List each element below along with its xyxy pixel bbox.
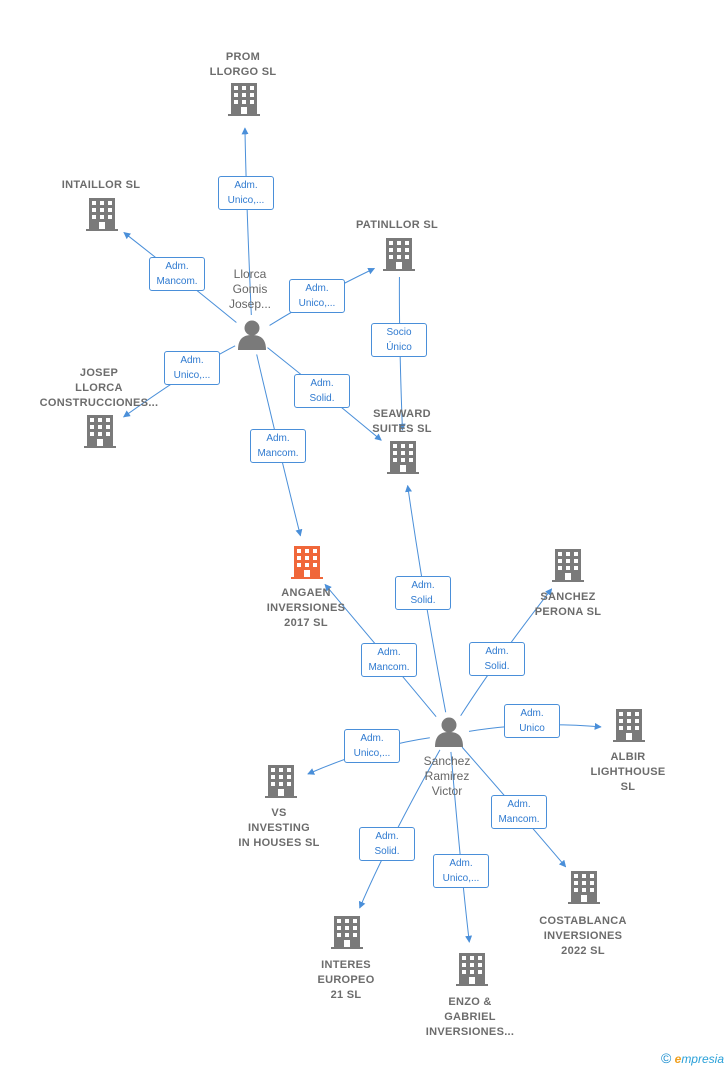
building-icon[interactable] [552,549,584,582]
node-label-sanchez[interactable]: Sanchez Ramirez Victor [423,754,471,798]
edge-label-sanchez-angaen[interactable]: Adm. Mancom. [361,643,417,677]
edge-label-llorca-prom[interactable]: Adm. Unico,... [218,176,274,210]
building-icon[interactable] [613,709,645,742]
edge-label-sanchez-interes[interactable]: Adm. Solid. [359,827,415,861]
building-icon[interactable] [84,415,116,448]
copyright-icon: © [660,1050,672,1066]
building-icon[interactable] [387,441,419,474]
edge-label-sanchez-albir[interactable]: Adm. Unico [504,704,560,738]
person-icon[interactable] [238,320,266,351]
node-label-angaen[interactable]: ANGAEN INVERSIONES 2017 SL [266,587,346,629]
node-label-interes[interactable]: INTERES EUROPEO 21 SL [317,959,375,1001]
edge-label-sanchez-sanchez_perona[interactable]: Adm. Solid. [469,642,525,676]
brand-footer: © empresia [661,1050,724,1066]
edge-label-patinllor-seaward[interactable]: Socio Único [371,323,427,357]
node-label-intaillor[interactable]: INTAILLOR SL [61,179,141,191]
building-icon[interactable] [568,871,600,904]
building-icon[interactable] [86,198,118,231]
node-label-seaward[interactable]: SEAWARD SUITES SL [372,408,432,435]
brand-initial: e [674,1052,682,1066]
edge-label-llorca-angaen[interactable]: Adm. Mancom. [250,429,306,463]
node-label-patinllor[interactable]: PATINLLOR SL [355,219,439,231]
person-icon[interactable] [435,717,463,748]
building-icon[interactable] [291,546,323,579]
node-label-llorca[interactable]: Llorca Gomis Josep... [228,267,272,311]
building-icon[interactable] [331,916,363,949]
node-label-albir[interactable]: ALBIR LIGHTHOUSE SL [590,751,666,793]
edge-label-sanchez-costablanca[interactable]: Adm. Mancom. [491,795,547,829]
edge-label-sanchez-seaward[interactable]: Adm. Solid. [395,576,451,610]
building-icon[interactable] [265,765,297,798]
edge-label-llorca-intaillor[interactable]: Adm. Mancom. [149,257,205,291]
node-label-enzo[interactable]: ENZO & GABRIEL INVERSIONES... [425,996,515,1038]
building-icon[interactable] [383,238,415,271]
building-icon[interactable] [228,83,260,116]
node-label-sanchez_perona[interactable]: SANCHEZ PERONA SL [534,591,602,618]
edge-label-sanchez-vs[interactable]: Adm. Unico,... [344,729,400,763]
node-label-costablanca[interactable]: COSTABLANCA INVERSIONES 2022 SL [539,915,627,957]
building-icon[interactable] [456,953,488,986]
node-label-prom[interactable]: PROM LLORGO SL [209,51,277,78]
edge-label-sanchez-enzo[interactable]: Adm. Unico,... [433,854,489,888]
brand-name: mpresia [681,1052,724,1066]
edge-label-llorca-seaward[interactable]: Adm. Solid. [294,374,350,408]
edge-label-llorca-patinllor[interactable]: Adm. Unico,... [289,279,345,313]
node-label-josep[interactable]: JOSEP LLORCA CONSTRUCCIONES... [39,367,159,409]
edge-label-llorca-josep[interactable]: Adm. Unico,... [164,351,220,385]
node-label-vs[interactable]: VS INVESTING IN HOUSES SL [238,807,320,849]
